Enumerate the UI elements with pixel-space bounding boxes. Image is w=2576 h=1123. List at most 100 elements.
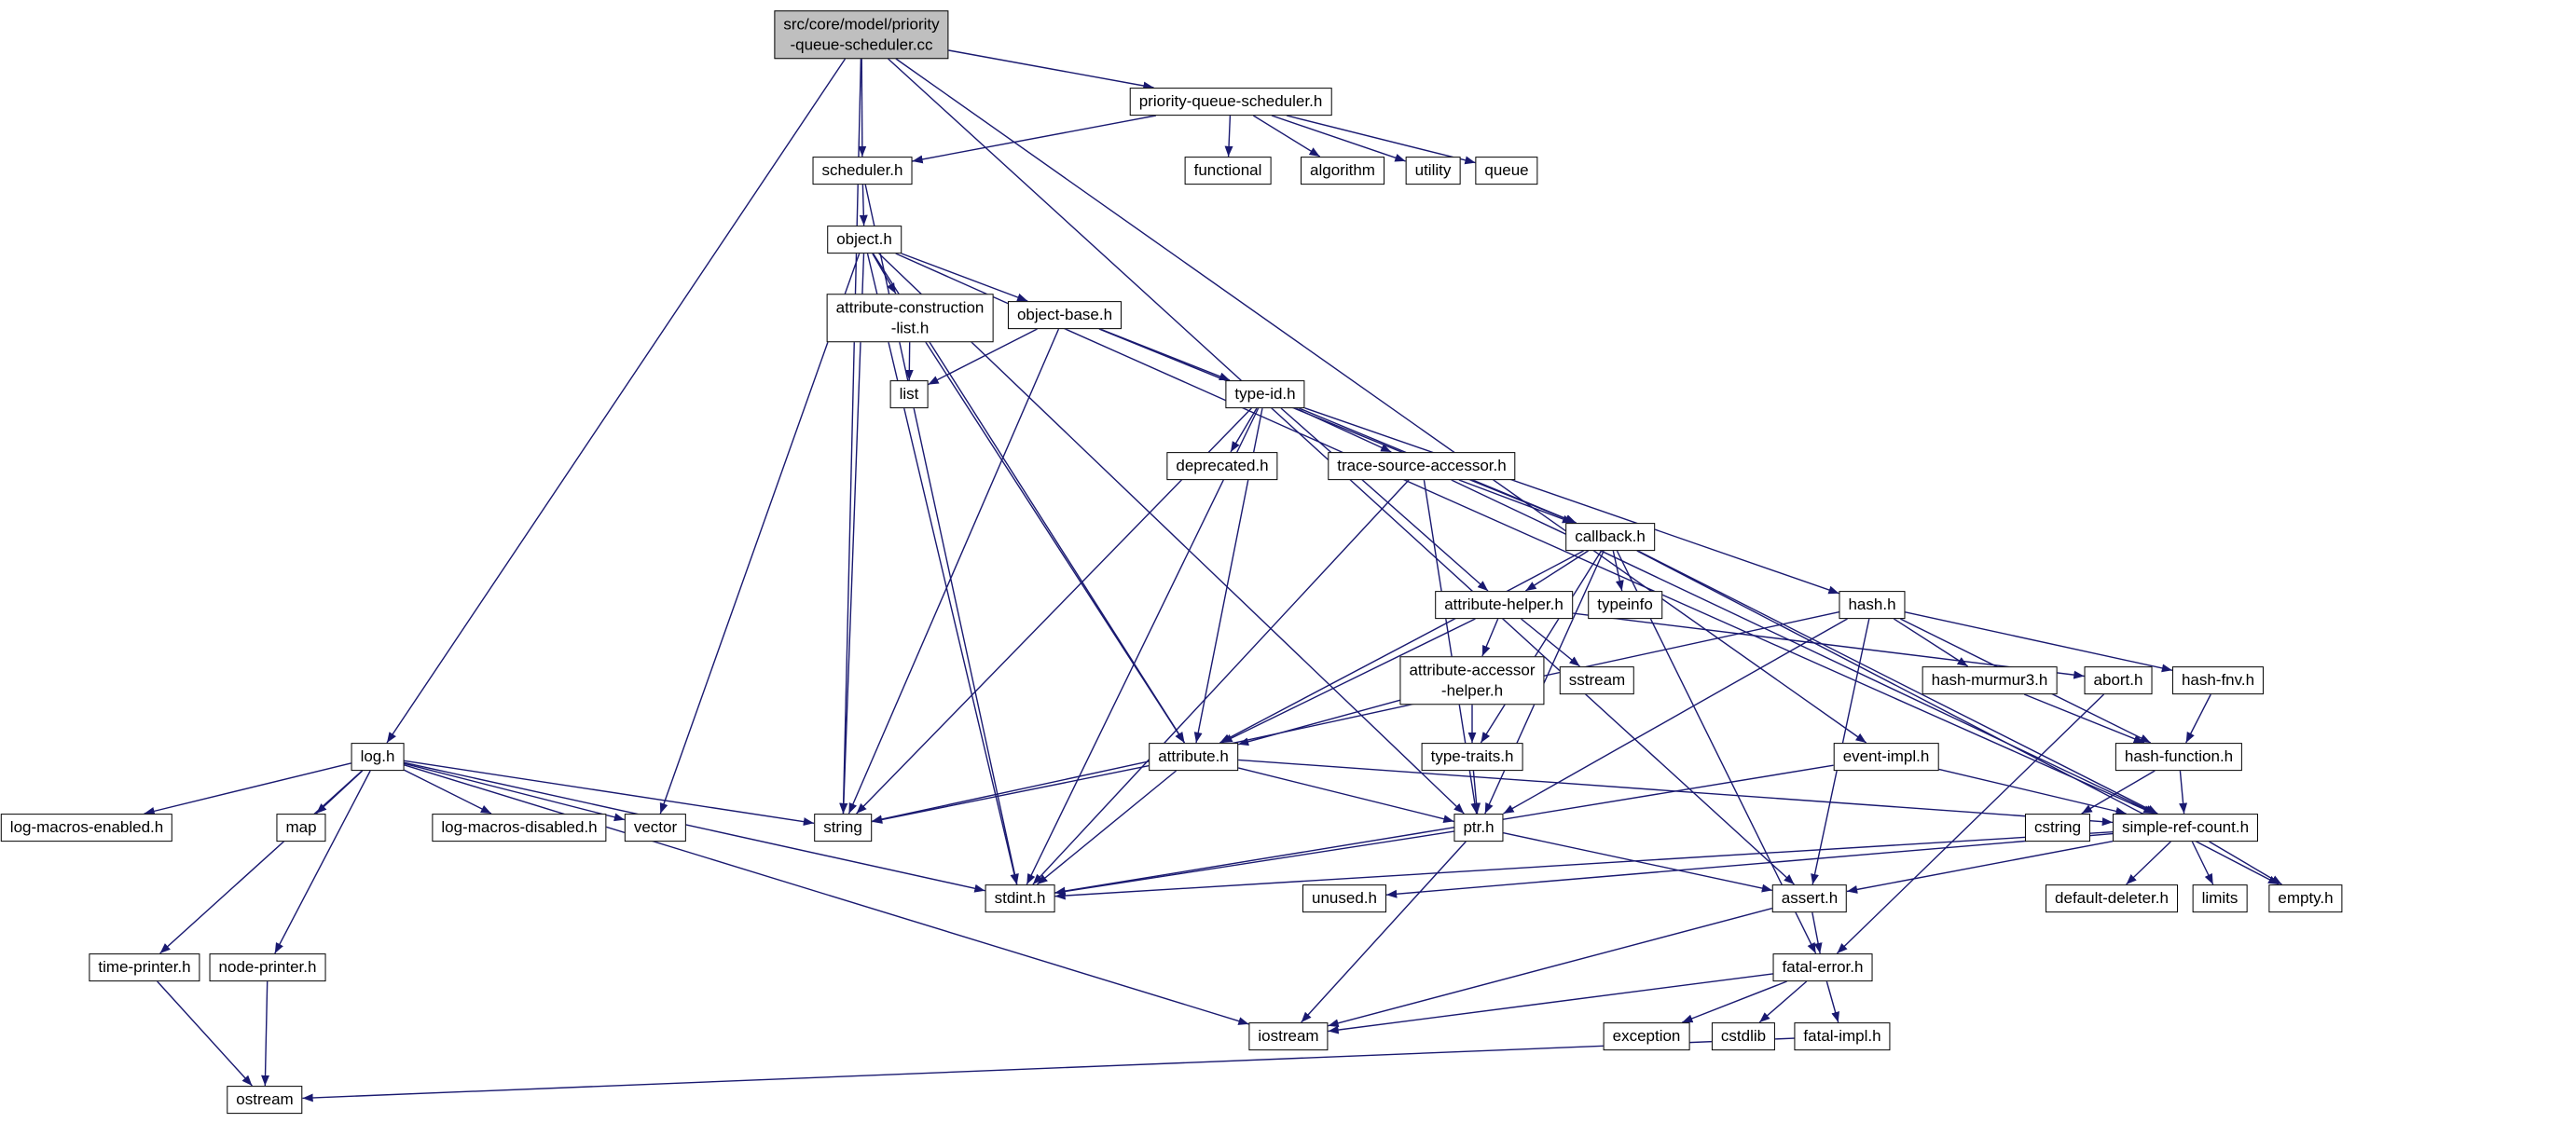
include-edge-object-h--attribute-construction-list-h — [872, 253, 897, 294]
include-edge-callback-h--attribute-h — [1219, 550, 1584, 744]
graph-node-object-h[interactable]: object.h — [827, 226, 902, 253]
graph-node-scheduler-h[interactable]: scheduler.h — [812, 157, 913, 185]
include-edge-log-h--iostream — [404, 764, 1249, 1025]
include-edge-ptr-h--stdint-h — [1054, 830, 1454, 896]
graph-node-sstream: sstream — [1559, 666, 1635, 694]
include-edge-object-h--object-base-h — [901, 253, 1028, 302]
graph-node-default-deleter-h[interactable]: default-deleter.h — [2046, 884, 2178, 912]
graph-node-hash-function-h[interactable]: hash-function.h — [2115, 743, 2243, 771]
include-edge-attribute-construction-list-h--list — [904, 341, 914, 381]
include-edge-fatal-error-h--cstdlib — [1758, 980, 1808, 1023]
graph-node-ptr-h[interactable]: ptr.h — [1453, 814, 1504, 842]
include-edge-event-impl-h--stdint-h — [1054, 764, 1834, 896]
include-edge-simple-ref-count-h--limits — [2191, 841, 2214, 885]
include-edge-type-id-h--attribute-helper-h — [1280, 407, 1489, 592]
graph-node-iostream: iostream — [1248, 1022, 1329, 1050]
include-edge-priority-queue-scheduler-h--functional — [1224, 115, 1233, 157]
graph-node-object-base-h[interactable]: object-base.h — [1007, 301, 1123, 329]
include-edge-simple-ref-count-h--empty-h — [2209, 841, 2282, 885]
graph-node-limits: limits — [2192, 884, 2248, 912]
include-edge-attribute-helper-h--attribute-h — [1221, 618, 1476, 744]
include-edge-attribute-h--ptr-h — [1237, 767, 1454, 824]
include-edge-cc--string — [839, 58, 862, 815]
include-edge-trace-source-accessor-h--stdint-h — [1032, 479, 1410, 885]
include-edge-hash-fnv-h--hash-function-h — [2185, 693, 2211, 744]
include-edge-hash-murmur3-h--hash-function-h — [2023, 693, 2145, 744]
include-edge-fatal-error-h--fatal-impl-h — [1825, 980, 1839, 1023]
graph-node-stdint-h: stdint.h — [985, 884, 1055, 912]
include-edge-simple-ref-count-h--default-deleter-h — [2126, 841, 2171, 885]
include-edge-fatal-impl-h--ostream — [302, 1037, 1795, 1102]
include-edge-simple-ref-count-h--unused-h — [1385, 832, 2114, 898]
graph-node-empty-h[interactable]: empty.h — [2268, 884, 2343, 912]
graph-node-attribute-h[interactable]: attribute.h — [1149, 743, 1238, 771]
include-edge-log-h--stdint-h — [404, 761, 985, 893]
graph-node-event-impl-h[interactable]: event-impl.h — [1833, 743, 1939, 771]
graph-node-attribute-construction-list-h[interactable]: attribute-construction -list.h — [826, 294, 994, 342]
include-edge-attribute-h--stdint-h — [1036, 770, 1178, 885]
graph-node-type-traits-h[interactable]: type-traits.h — [1421, 743, 1523, 771]
include-edge-type-id-h--deprecated-h — [1230, 407, 1258, 453]
graph-node-hash-murmur3-h[interactable]: hash-murmur3.h — [1922, 666, 2058, 694]
graph-node-simple-ref-count-h[interactable]: simple-ref-count.h — [2112, 814, 2259, 842]
include-edge-cc--priority-queue-scheduler-h — [948, 49, 1154, 90]
graph-node-trace-source-accessor-h[interactable]: trace-source-accessor.h — [1328, 452, 1516, 480]
graph-node-fatal-impl-h[interactable]: fatal-impl.h — [1794, 1022, 1891, 1050]
graph-node-assert-h[interactable]: assert.h — [1771, 884, 1848, 912]
graph-node-node-printer-h[interactable]: node-printer.h — [209, 953, 326, 981]
graph-node-type-id-h[interactable]: type-id.h — [1225, 380, 1305, 408]
include-edge-attribute-helper-h--abort-h — [1572, 612, 2085, 679]
include-edge-hash-h--ptr-h — [1503, 618, 1848, 815]
include-edge-cc--log-h — [386, 58, 847, 744]
graph-node-cstring: cstring — [2024, 814, 2091, 842]
include-edge-callback-h--type-traits-h — [1480, 550, 1603, 744]
graph-node-algorithm: algorithm — [1301, 157, 1384, 185]
graph-node-fatal-error-h[interactable]: fatal-error.h — [1772, 953, 1873, 981]
include-edge-object-h--stdint-h — [866, 253, 1019, 885]
graph-node-priority-queue-scheduler-h[interactable]: priority-queue-scheduler.h — [1129, 88, 1332, 116]
include-edge-priority-queue-scheduler-h--scheduler-h — [912, 115, 1157, 164]
include-edge-priority-queue-scheduler-h--utility — [1271, 115, 1406, 162]
graph-node-attribute-accessor-helper-h[interactable]: attribute-accessor -helper.h — [1399, 656, 1545, 705]
include-edge-hash-function-h--simple-ref-count-h — [2179, 770, 2188, 815]
graph-node-abort-h[interactable]: abort.h — [2084, 666, 2153, 694]
include-edge-object-base-h--list — [928, 328, 1038, 386]
graph-node-unused-h[interactable]: unused.h — [1302, 884, 1386, 912]
include-edge-attribute-helper-h--sstream — [1521, 618, 1580, 667]
include-edge-hash-h--hash-murmur3-h — [1893, 618, 1969, 667]
graph-node-string: string — [814, 814, 872, 842]
graph-node-vector: vector — [624, 814, 687, 842]
graph-node-log-macros-disabled-h[interactable]: log-macros-disabled.h — [432, 814, 607, 842]
include-edge-log-h--log-macros-enabled-h — [144, 762, 351, 815]
graph-node-hash-fnv-h[interactable]: hash-fnv.h — [2171, 666, 2265, 694]
include-edge-callback-h--attribute-helper-h — [1525, 550, 1589, 592]
include-edge-attribute-accessor-helper-h--attribute-h — [1237, 699, 1400, 746]
include-edge-object-base-h--callback-h — [1098, 328, 1577, 524]
graph-node-hash-h[interactable]: hash.h — [1839, 591, 1906, 619]
graph-node-log-macros-enabled-h[interactable]: log-macros-enabled.h — [0, 814, 173, 842]
graph-node-log-h[interactable]: log.h — [351, 743, 405, 771]
graph-node-time-printer-h[interactable]: time-printer.h — [89, 953, 200, 981]
graph-node-utility: utility — [1405, 157, 1461, 185]
include-edge-attribute-h--string — [871, 765, 1150, 824]
include-edge-time-printer-h--ostream — [157, 980, 253, 1087]
include-edge-ptr-h--assert-h — [1503, 832, 1773, 893]
graph-node-attribute-helper-h[interactable]: attribute-helper.h — [1435, 591, 1573, 619]
include-edge-callback-h--simple-ref-count-h — [1637, 550, 2158, 815]
graph-node-cstdlib: cstdlib — [1711, 1022, 1776, 1050]
include-edge-type-id-h--hash-h — [1304, 407, 1839, 595]
include-edge-type-id-h--stdint-h — [1026, 407, 1260, 885]
graph-node-list: list — [889, 380, 929, 408]
include-edge-assert-h--iostream — [1328, 907, 1773, 1028]
include-edge-object-h--simple-ref-count-h — [895, 253, 2155, 815]
graph-node-deprecated-h[interactable]: deprecated.h — [1166, 452, 1278, 480]
include-edge-callback-h--typeinfo — [1612, 550, 1624, 592]
include-edge-log-h--node-printer-h — [274, 770, 371, 954]
graph-node-ostream: ostream — [227, 1086, 303, 1114]
include-edge-object-h--vector — [659, 253, 861, 815]
graph-node-callback-h[interactable]: callback.h — [1565, 523, 1655, 551]
graph-node-queue: queue — [1475, 157, 1538, 185]
include-edge-priority-queue-scheduler-h--algorithm — [1252, 115, 1321, 157]
graph-node-exception: exception — [1603, 1022, 1690, 1050]
